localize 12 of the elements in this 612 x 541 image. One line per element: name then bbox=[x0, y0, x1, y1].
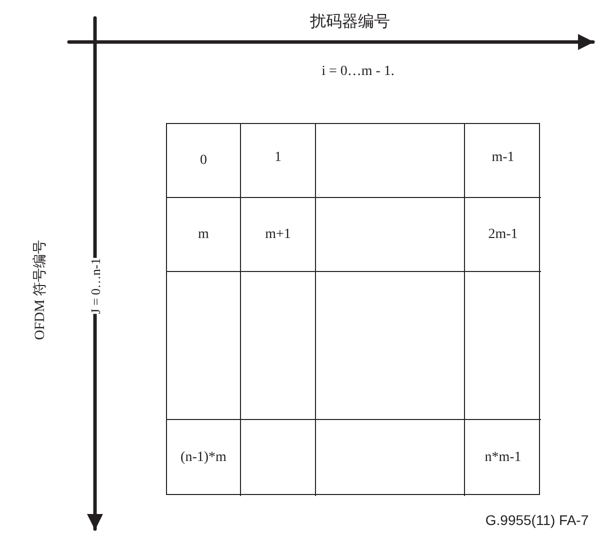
axis-title: 扰码器编号 bbox=[310, 12, 390, 32]
grid-cell-text: n*m-1 bbox=[484, 449, 522, 467]
grid-cell: m-1 bbox=[465, 124, 541, 198]
grid-cell: (n-1)*m bbox=[167, 420, 241, 496]
grid-cell: 1 bbox=[241, 124, 316, 198]
index-range: i = 0…m - 1. bbox=[322, 64, 394, 80]
grid-cell: 2m-1 bbox=[465, 198, 541, 272]
figure-id: G.9955(11) FA-7 bbox=[485, 512, 589, 528]
grid-cell: m+1 bbox=[241, 198, 316, 272]
grid-cell: m bbox=[167, 198, 241, 272]
axis-title: OFDM 符号编号 bbox=[32, 240, 49, 340]
grid-cell: 0 bbox=[167, 124, 241, 198]
